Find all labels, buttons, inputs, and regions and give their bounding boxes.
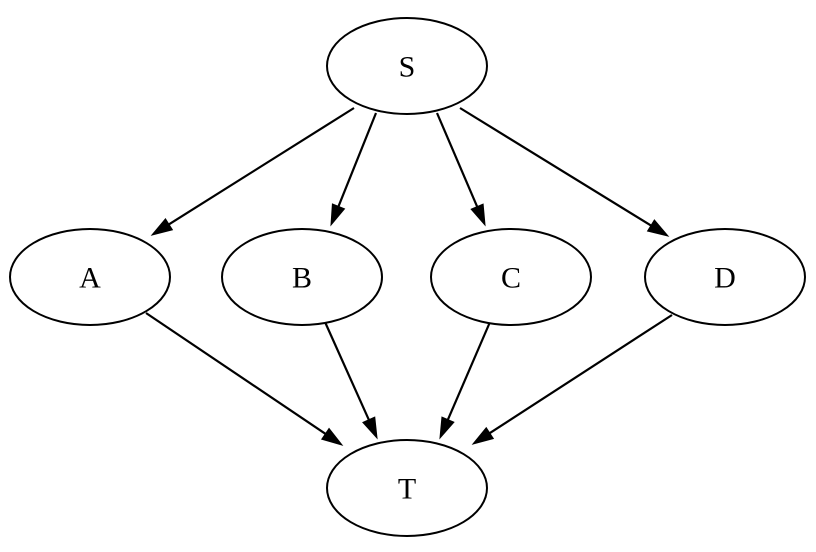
edge-line-b-t [323,321,371,423]
graph-edge-b-t [323,321,378,440]
node-ellipse-c[interactable] [430,228,592,326]
arrowhead-icon-s-d [646,219,670,237]
node-label-t: T [398,473,416,506]
graph-edge-c-t [439,321,492,440]
edge-line-c-t [446,321,492,422]
arrowhead-icon-s-b [330,203,346,227]
graph-edge-s-c [435,112,486,227]
arrowhead-icon-d-t [471,426,495,445]
nodes-layer: S A B C D T [9,17,806,537]
graph-node-b[interactable]: B [221,228,383,326]
node-label-a: A [79,262,101,295]
arrowhead-icon-b-t [362,416,378,440]
graph-node-c[interactable]: C [430,228,592,326]
node-label-d: D [714,262,736,295]
node-label-c: C [501,262,521,295]
node-label-s: S [399,51,416,84]
edge-line-s-a [166,107,355,227]
edge-line-d-t [487,314,673,436]
graph-edge-d-t [471,314,673,445]
edge-line-s-d [459,107,654,228]
graph-node-d[interactable]: D [644,228,806,326]
graph-edge-s-b [330,112,378,227]
node-ellipse-t[interactable] [326,439,488,537]
arrowhead-icon-c-t [439,416,455,440]
node-label-b: B [292,262,312,295]
arrowhead-icon-s-a [150,218,174,236]
graph-node-a[interactable]: A [9,228,171,326]
edge-line-s-b [336,112,378,209]
graph-edge-a-t [145,312,344,446]
node-ellipse-d[interactable] [644,228,806,326]
edge-line-a-t [145,312,328,436]
graph-node-s[interactable]: S [326,17,488,115]
node-ellipse-b[interactable] [221,228,383,326]
graph-edge-s-a [150,107,355,236]
edges-layer [145,107,673,446]
arrowhead-icon-s-c [470,203,486,227]
node-ellipse-a[interactable] [9,228,171,326]
node-ellipse-s[interactable] [326,17,488,115]
graph-node-t[interactable]: T [326,439,488,537]
graph-edge-s-d [459,107,670,237]
edge-line-s-c [435,112,479,209]
arrowhead-icon-a-t [320,427,344,446]
